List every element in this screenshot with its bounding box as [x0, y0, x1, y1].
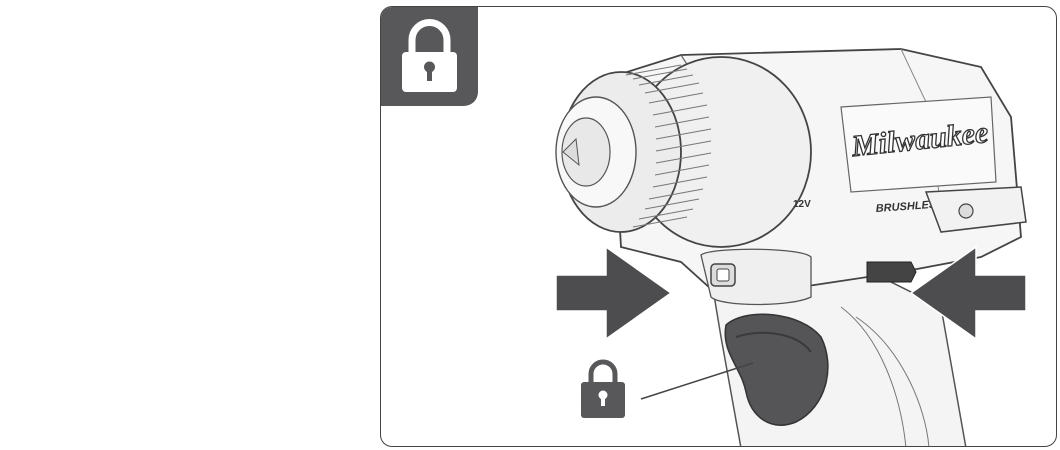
left-arrow — [556, 247, 671, 339]
callout-lock-icon — [581, 362, 625, 418]
drill-illustration: Milwaukee BRUSHLESS 12V — [381, 7, 1057, 447]
direction-button-right — [867, 262, 916, 282]
voltage-badge: 12V — [793, 199, 811, 210]
instruction-panel: Milwaukee BRUSHLESS 12V — [380, 6, 1057, 447]
